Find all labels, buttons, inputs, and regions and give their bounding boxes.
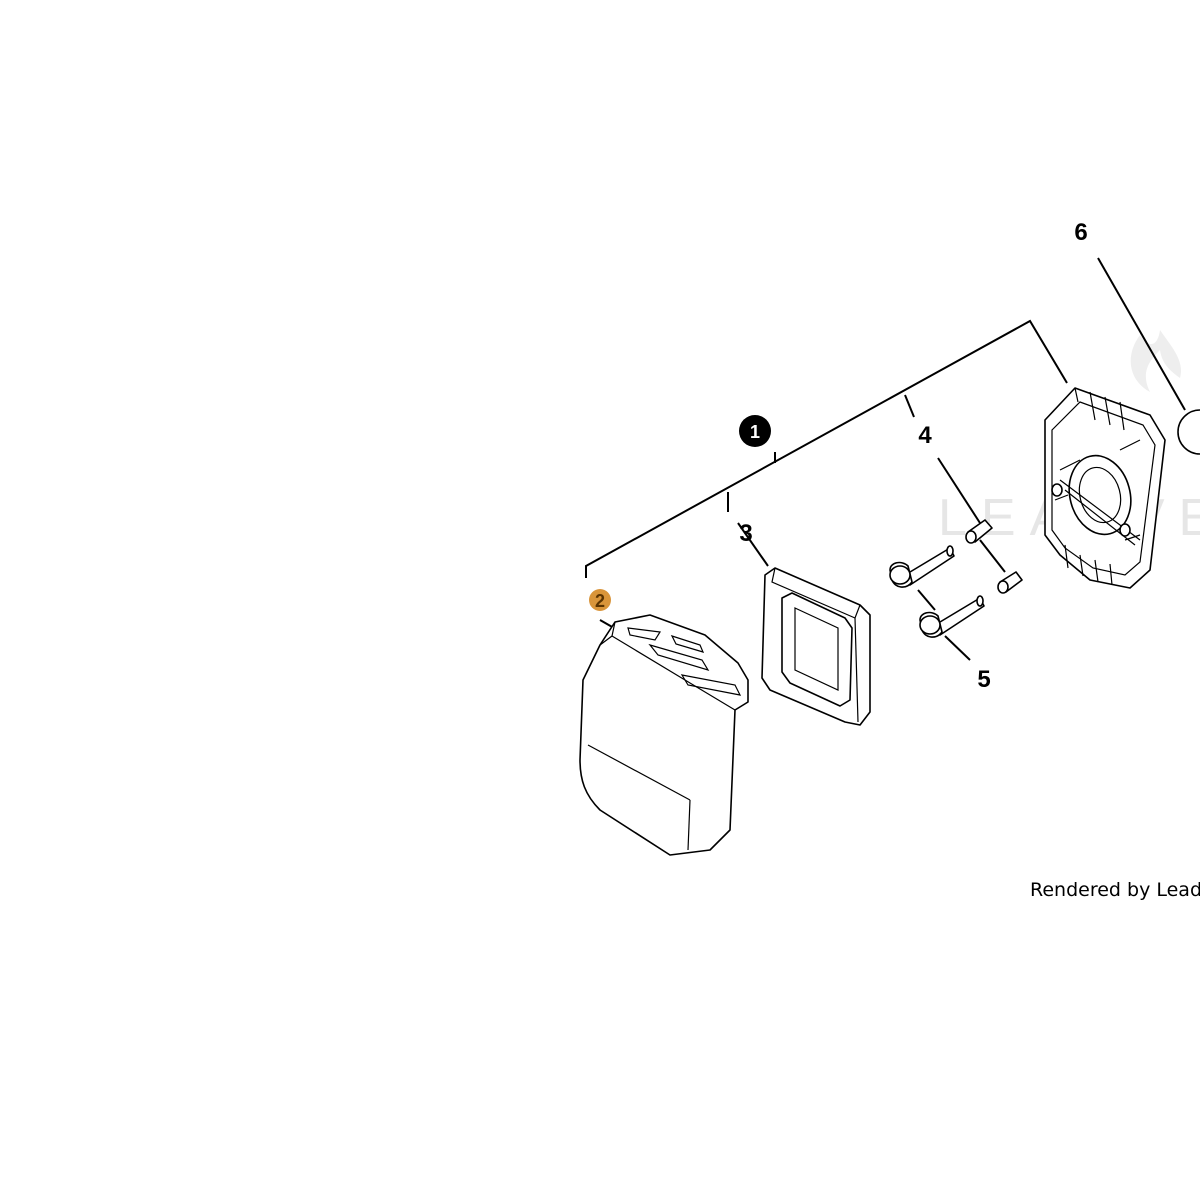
callout-4: 4 (918, 422, 932, 449)
callout-6: 6 (1074, 219, 1087, 246)
assembly-bracket (585, 319, 1068, 578)
callout-5: 5 (977, 666, 990, 693)
part-6-gasket (1177, 409, 1200, 455)
part-1-base-plate (1044, 387, 1166, 589)
svg-text:1: 1 (750, 422, 760, 442)
part-2-air-filter-cover (579, 614, 749, 856)
leader-lines (599, 257, 1186, 661)
callout-1: 1 (739, 415, 771, 447)
svg-text:2: 2 (595, 591, 605, 611)
part-3-air-filter (761, 567, 871, 726)
render-credit: Rendered by LeadVent (1030, 879, 1200, 901)
part-4-pins (965, 519, 1023, 594)
callout-2: 2 (589, 589, 611, 611)
part-5-bolts (889, 545, 985, 638)
callout-3: 3 (739, 520, 752, 547)
